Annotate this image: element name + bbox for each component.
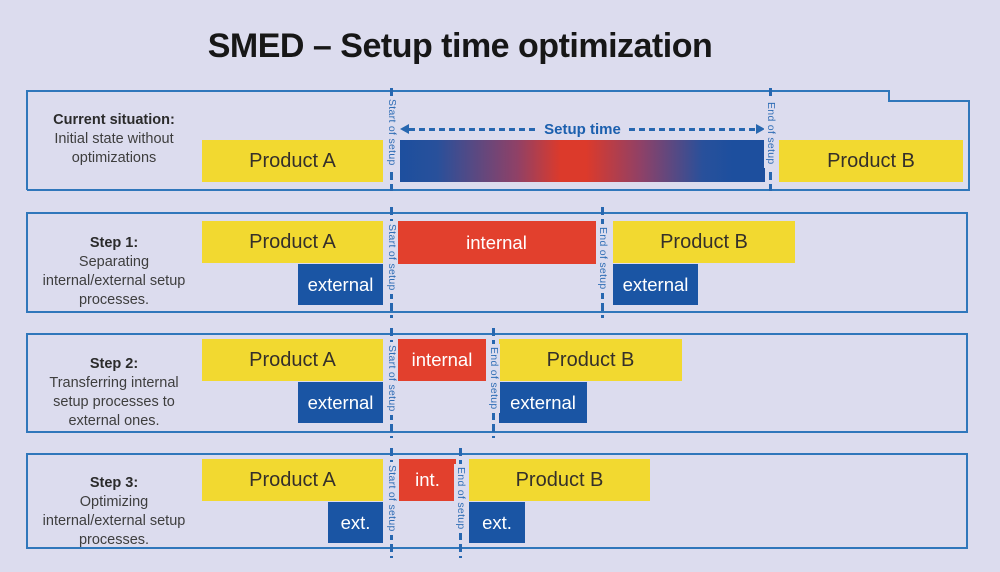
setup-time-arrow: Setup time [400, 120, 765, 138]
row-description-line: external ones. [68, 413, 160, 429]
internal-label: internal [466, 231, 527, 253]
external-box: external [499, 382, 587, 423]
product-a-box: Product A [202, 140, 383, 182]
product-b-box: Product B [499, 339, 682, 381]
setup-gradient-bar [400, 140, 765, 182]
external-box: ext. [328, 502, 383, 543]
product-b-box: Product B [613, 221, 795, 263]
panel-step3 [26, 453, 968, 549]
row-description-line: setup processes to [53, 394, 175, 410]
external-label: external [307, 273, 374, 295]
row-description-line: processes. [78, 292, 150, 308]
start-of-setup-label: Start of setup [385, 96, 398, 169]
row-description-step2: Step 2: Transferring internal setup proc… [14, 355, 214, 431]
row-description-line: optimizations [71, 150, 157, 166]
row-description-line: processes. [78, 532, 150, 548]
external-box: external [613, 264, 698, 305]
start-of-setup-label: Start of setup [385, 342, 398, 415]
external-label: ext. [340, 511, 371, 533]
end-of-setup-label: End of setup [487, 344, 500, 413]
start-of-setup-label: Start of setup [385, 221, 398, 294]
internal-label: internal [411, 349, 473, 370]
external-box: external [298, 264, 383, 305]
main-title: SMED – Setup time optimization [207, 27, 713, 65]
external-box: ext. [469, 502, 525, 543]
row-description-step3: Step 3: Optimizing internal/external set… [14, 474, 214, 550]
row-description-line: internal/external setup [42, 273, 186, 289]
end-of-setup-label: End of setup [764, 99, 777, 168]
row-description-step1: Step 1: Separating internal/external set… [14, 234, 214, 310]
product-b-label: Product B [515, 468, 604, 491]
internal-box: internal [397, 221, 596, 264]
product-b-box: Product B [779, 140, 963, 182]
row-description-line: Initial state without [54, 131, 174, 147]
right-arrowhead-icon [756, 124, 765, 134]
product-a-label: Product A [249, 230, 336, 253]
row-description-current: Current situation: Initial state without… [14, 111, 214, 168]
product-b-box: Product B [469, 459, 650, 501]
internal-box: int. [399, 459, 456, 501]
row-heading: Current situation: [53, 112, 175, 128]
product-a-box: Product A [202, 339, 383, 381]
left-arrowhead-icon [400, 124, 409, 134]
end-of-setup-label: End of setup [454, 464, 467, 533]
external-label: ext. [482, 511, 512, 533]
row-heading: Step 2: [89, 356, 139, 372]
product-b-label: Product B [827, 149, 915, 172]
product-a-label: Product A [249, 468, 336, 491]
setup-time-label: Setup time [544, 120, 621, 138]
product-a-box: Product A [202, 221, 383, 263]
row-heading: Step 3: [89, 475, 139, 491]
row-description-line: internal/external setup [42, 513, 186, 529]
row-description-line: Optimizing [79, 494, 149, 510]
dashed-arrow-line [409, 127, 537, 131]
dashed-arrow-line [628, 127, 756, 131]
row-description-line: Separating [78, 254, 150, 270]
panel-step2 [26, 333, 968, 433]
external-label: external [510, 391, 576, 413]
product-b-label: Product B [660, 230, 748, 253]
product-b-label: Product B [546, 348, 635, 371]
external-label: external [307, 391, 374, 413]
internal-label: int. [415, 469, 440, 490]
product-a-label: Product A [249, 149, 336, 172]
external-label: external [622, 273, 689, 295]
product-a-box: Product A [202, 459, 383, 501]
start-of-setup-label: Start of setup [385, 462, 398, 535]
end-of-setup-label: End of setup [596, 224, 609, 293]
product-a-label: Product A [249, 348, 336, 371]
row-description-line: Transferring internal [49, 375, 179, 391]
external-box: external [298, 382, 383, 423]
panel-step1 [26, 212, 968, 313]
internal-box: internal [398, 339, 486, 381]
row-heading: Step 1: [89, 235, 139, 251]
